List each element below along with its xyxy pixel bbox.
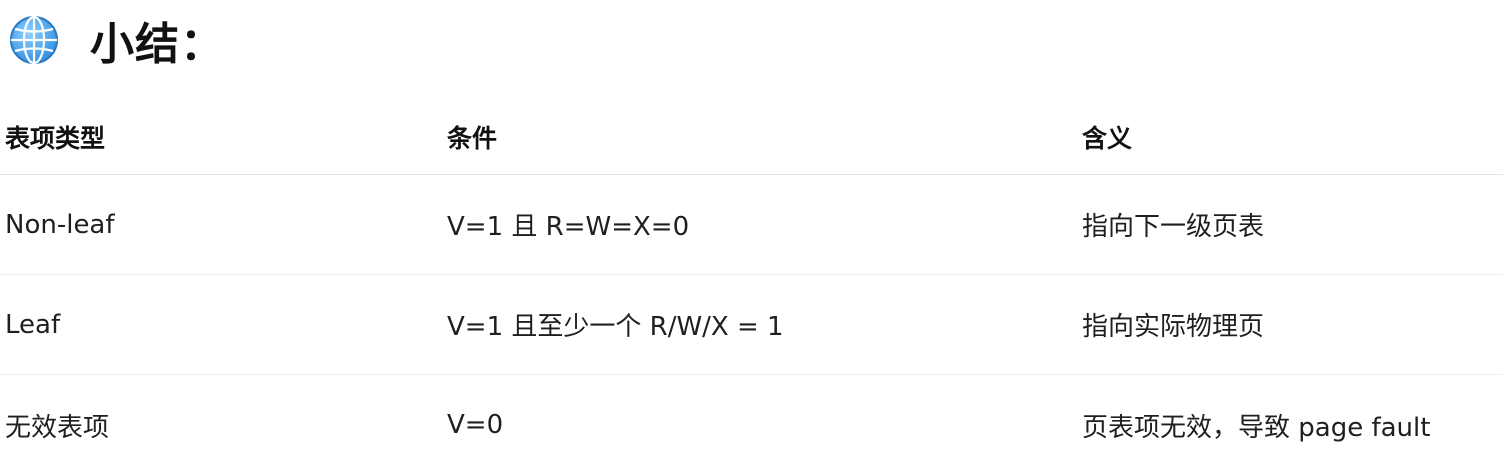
table-row: Leaf V=1 且至少一个 R/W/X = 1 指向实际物理页	[0, 275, 1503, 375]
column-header-condition: 条件	[442, 100, 1077, 175]
cell-condition: V=1 且 R=W=X=0	[442, 175, 1077, 275]
cell-entry-type: Leaf	[0, 275, 442, 375]
cell-condition: V=1 且至少一个 R/W/X = 1	[442, 275, 1077, 375]
cell-entry-type: 无效表项	[0, 375, 442, 475]
table-row: Non-leaf V=1 且 R=W=X=0 指向下一级页表	[0, 175, 1503, 275]
cell-entry-type: Non-leaf	[0, 175, 442, 275]
table-header-row: 表项类型 条件 含义	[0, 100, 1503, 175]
column-header-meaning: 含义	[1077, 100, 1503, 175]
cell-meaning: 指向下一级页表	[1077, 175, 1503, 275]
pte-summary-table: 表项类型 条件 含义 Non-leaf V=1 且 R=W=X=0 指向下一级页…	[0, 100, 1503, 475]
table-row: 无效表项 V=0 页表项无效，导致 page fault	[0, 375, 1503, 475]
section-heading: 小结：	[8, 10, 225, 70]
cell-meaning: 页表项无效，导致 page fault	[1077, 375, 1503, 475]
cell-condition: V=0	[442, 375, 1077, 475]
column-header-entry-type: 表项类型	[0, 100, 442, 175]
cell-meaning: 指向实际物理页	[1077, 275, 1503, 375]
section-title: 小结：	[90, 8, 225, 72]
globe-icon	[8, 14, 60, 66]
